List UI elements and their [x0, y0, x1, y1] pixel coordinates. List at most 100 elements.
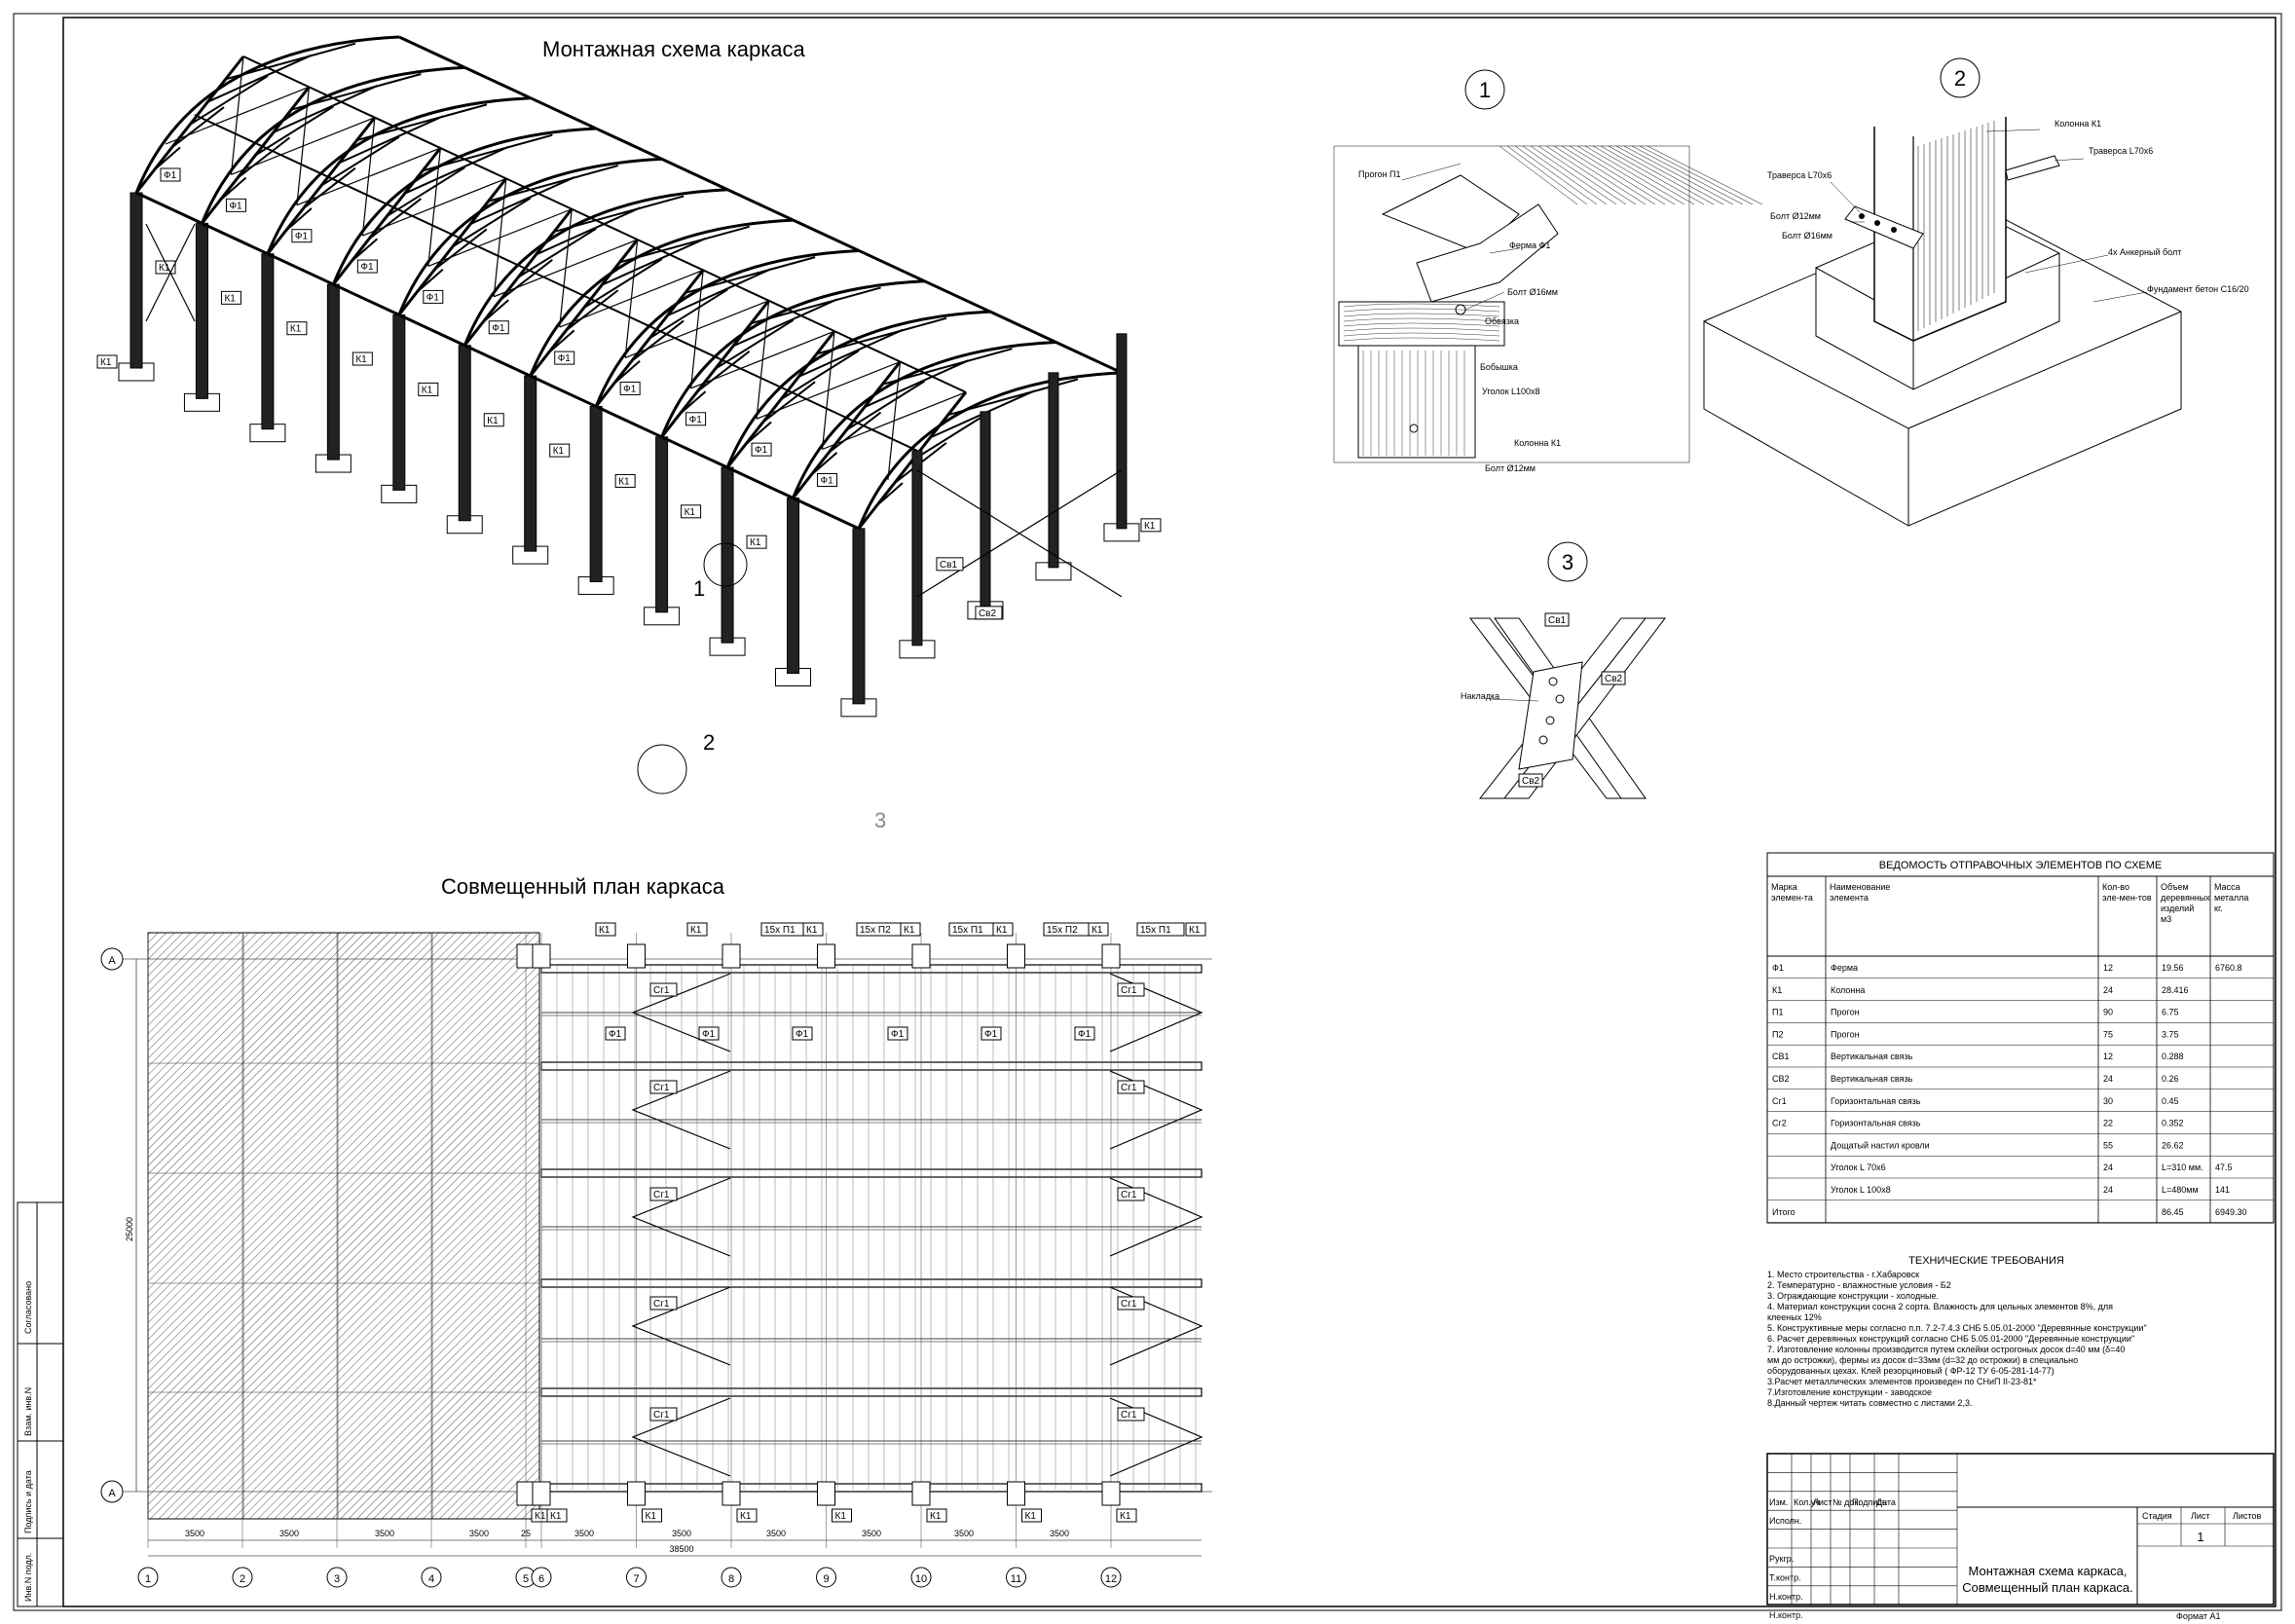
truss-tag-f1: Ф1 — [291, 229, 313, 243]
plan-column-top — [722, 943, 741, 969]
stamp-col-header: Подпись — [1852, 1497, 1887, 1507]
table-header: элемен-та — [1771, 893, 1813, 903]
requirement-line: 1. Место строительства - г.Хабаровск — [1767, 1270, 1919, 1279]
column-tag-k1: К1 — [418, 382, 439, 396]
svg-text:Ф1: Ф1 — [426, 292, 440, 303]
table-cell: Уголок L 70х6 — [1831, 1163, 1886, 1172]
table-header: Марка — [1771, 882, 1797, 892]
axis-label-4: 4 — [428, 1573, 434, 1585]
plan-dimension: 3500 — [375, 1529, 394, 1538]
column — [326, 283, 340, 461]
table-header: Наименование — [1830, 882, 1890, 892]
plan-tag-f1: Ф1 — [698, 1026, 720, 1041]
requirements-title: ТЕХНИЧЕСКИЕ ТРЕБОВАНИЯ — [1908, 1255, 2064, 1267]
plan-dimension: 3500 — [954, 1529, 974, 1538]
requirement-line: 3. Ограждающие конструкции - холодные. — [1767, 1291, 1939, 1301]
table-header: Объем — [2161, 882, 2189, 892]
plan-top-tag: 15х П2 — [1043, 922, 1092, 937]
plan-tag-sg1-right: Сг1 — [1117, 1407, 1145, 1421]
truss-top-chord — [397, 157, 662, 315]
tag-sv2: Св2 — [975, 606, 1003, 620]
plan-dimension: 3500 — [1050, 1529, 1069, 1538]
axis-label-8: 8 — [728, 1573, 734, 1585]
axis-label-3: 3 — [334, 1573, 340, 1585]
table-cell: Горизонтальная связь — [1831, 1096, 1921, 1106]
stamp-col-header: Дата — [1876, 1497, 1896, 1507]
plan-tag-k1-bottom: К1 — [642, 1508, 662, 1523]
requirement-line: мм до острожки), фермы из досок d=33мм (… — [1767, 1355, 2078, 1365]
svg-text:К1: К1 — [599, 925, 611, 936]
svg-text:Ф1: Ф1 — [984, 1029, 998, 1040]
d2-label-5: 4х Анкерный болт — [2108, 247, 2181, 257]
table-cell: 6949.30 — [2215, 1207, 2247, 1217]
plan-dimension: 3500 — [766, 1529, 786, 1538]
axis-2 — [232, 1567, 253, 1588]
truss-top-chord — [725, 310, 991, 468]
stamp-col-header: Лист — [1813, 1497, 1832, 1507]
stamp-role: Н.контр. — [1769, 1592, 1803, 1602]
table-cell: 24 — [2103, 985, 2113, 995]
axis-label-10: 10 — [915, 1573, 927, 1585]
table-cell: Ф1 — [1772, 963, 1784, 973]
plan-tag-k1-bottom: К1 — [926, 1508, 947, 1523]
table-cell: П1 — [1772, 1008, 1783, 1017]
truss-tag-f1: Ф1 — [160, 167, 181, 182]
svg-text:15х П1: 15х П1 — [1140, 925, 1171, 936]
svg-text:К1: К1 — [1144, 521, 1156, 532]
table-header: металла — [2214, 893, 2248, 903]
svg-text:К1: К1 — [535, 1511, 546, 1522]
requirement-line: 4. Материал конструкции сосна 2 сорта. В… — [1767, 1302, 2113, 1311]
table-cell: 0.288 — [2162, 1052, 2184, 1061]
axis-label-7: 7 — [633, 1573, 639, 1585]
table-cell: Вертикальная связь — [1831, 1052, 1913, 1061]
d1-label-5: Уголок L100х8 — [1482, 387, 1540, 396]
axis-1 — [137, 1567, 159, 1588]
svg-text:Сг1: Сг1 — [653, 985, 670, 996]
table-cell: П2 — [1772, 1029, 1783, 1039]
column — [524, 375, 537, 552]
truss-top-chord — [266, 96, 531, 255]
callout-1: 1 — [693, 576, 705, 601]
plan-top-tag: К1 — [1088, 922, 1109, 937]
table-frame — [1766, 852, 2275, 1224]
svg-text:Ф1: Ф1 — [623, 384, 637, 394]
truss-tag-f1: Ф1 — [685, 412, 707, 426]
plan-column-bottom — [722, 1481, 741, 1506]
isometric-frame-scheme: К1Ф1К1Ф1К1Ф1К1Ф1К1Ф1К1Ф1К1Ф1К1Ф1К1Ф1К1Ф1… — [96, 35, 1162, 832]
stamp-title-1: Монтажная схема каркаса, — [1968, 1564, 2127, 1578]
svg-text:Сг1: Сг1 — [1121, 1410, 1137, 1421]
svg-text:К1: К1 — [646, 1511, 657, 1522]
plan-column-top — [516, 943, 536, 969]
gable-column — [911, 450, 923, 646]
svg-text:К1: К1 — [159, 263, 170, 274]
svg-text:Ф1: Ф1 — [360, 262, 374, 273]
svg-text:Сг1: Сг1 — [653, 1299, 670, 1310]
stamp-role: Исполн. — [1769, 1516, 1801, 1526]
side-stamp-2: Подпись и дата — [23, 1470, 33, 1533]
truss-tag-f1: Ф1 — [423, 289, 444, 304]
table-cell: Вертикальная связь — [1831, 1074, 1913, 1084]
table-cell: 141 — [2215, 1185, 2230, 1195]
svg-text:К1: К1 — [1120, 1511, 1131, 1522]
table-cell: 12 — [2103, 963, 2113, 973]
plan-column-bottom — [532, 1481, 551, 1506]
plan-column-bottom — [1101, 1481, 1121, 1506]
d1-label-6: Колонна К1 — [1514, 438, 1561, 448]
plan-dimension: 3500 — [862, 1529, 881, 1538]
column-tag-k1: К1 — [220, 290, 241, 305]
column — [195, 222, 208, 399]
svg-text:К1: К1 — [690, 925, 702, 936]
d2-label-1: Траверса L70х6 — [1767, 170, 1832, 180]
plan-top-tag: К1 — [1185, 922, 1206, 937]
tag-k1-end: К1 — [1140, 518, 1162, 533]
d1-label-7: Болт Ø12мм — [1485, 463, 1536, 473]
table-cell: 90 — [2103, 1008, 2113, 1017]
detail-1: 1 Прогон П1 Ферма Ф1 Болт Ø16мм Обвязка … — [1333, 69, 1763, 473]
svg-text:К1: К1 — [904, 925, 915, 936]
table-cell: 24 — [2103, 1185, 2113, 1195]
svg-text:К1: К1 — [930, 1511, 942, 1522]
plan-tag-sg1-right: Сг1 — [1117, 1080, 1145, 1094]
table-cell: 30 — [2103, 1096, 2113, 1106]
svg-text:К1: К1 — [290, 324, 302, 335]
d3-tag-sv2b: Св2 — [1518, 773, 1543, 788]
